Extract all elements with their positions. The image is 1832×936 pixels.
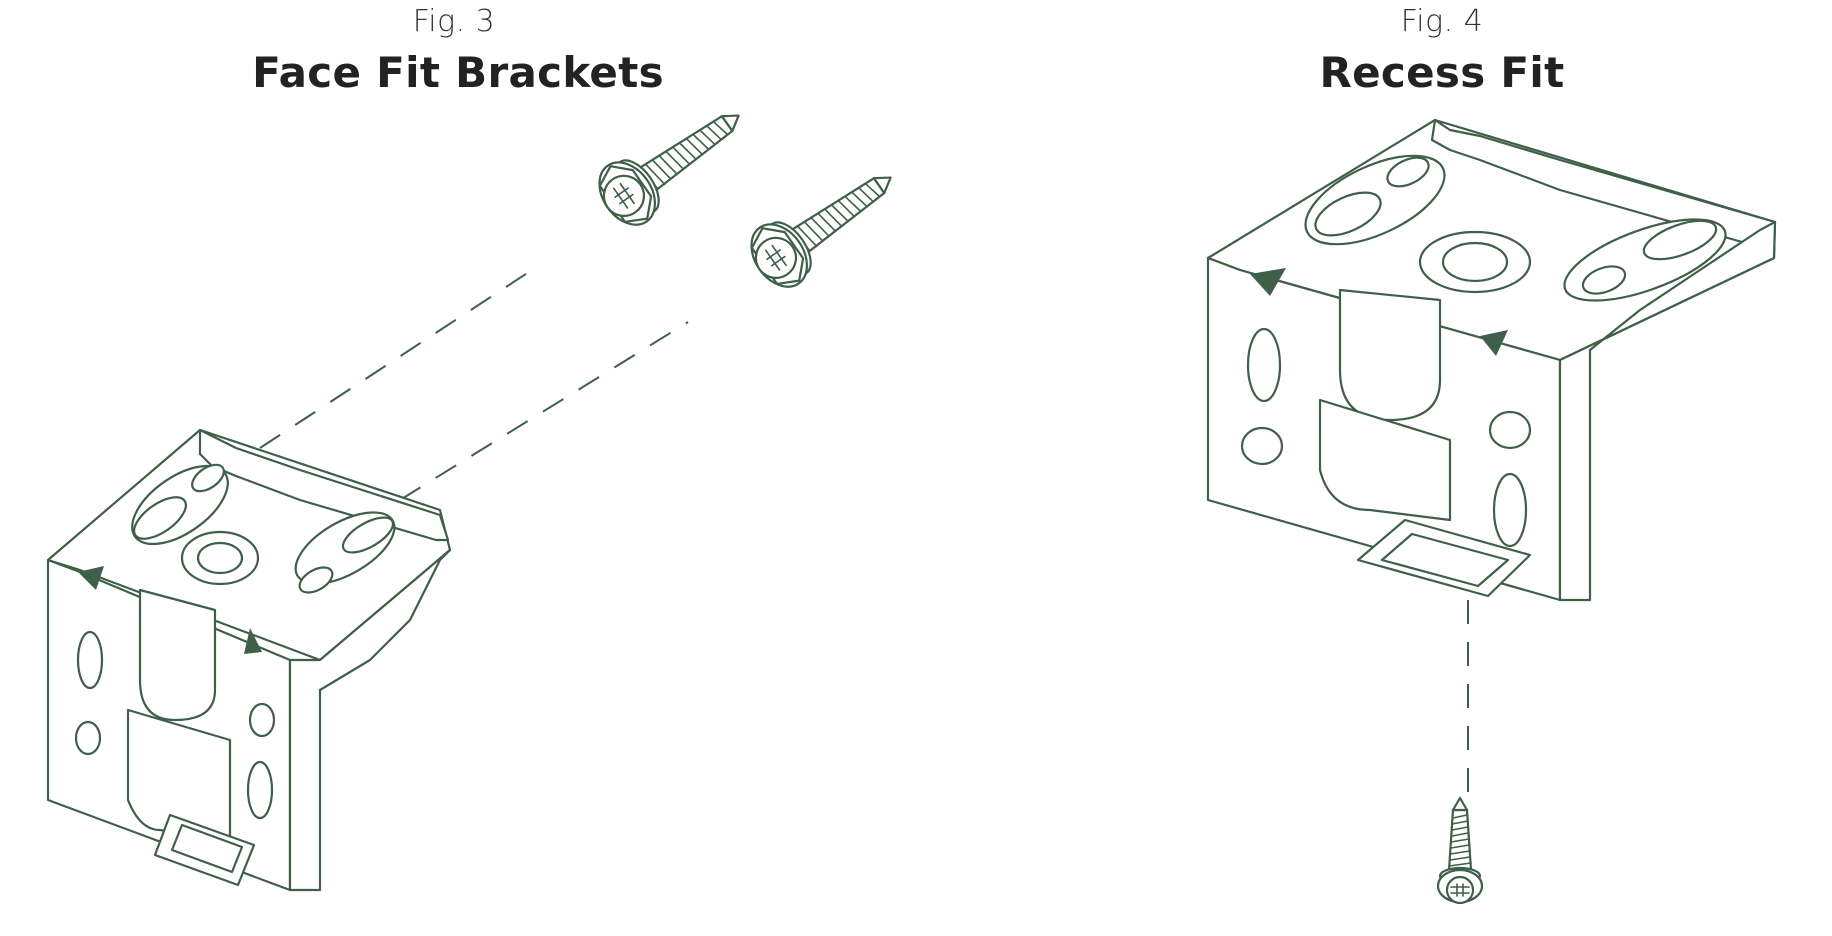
face-fit-screw-1	[598, 114, 740, 226]
figure-3-title: Face Fit Brackets	[252, 48, 664, 97]
figure-4-number: Fig. 4	[1400, 4, 1484, 39]
figure-3: Fig. 3 Face Fit Brackets	[252, 4, 664, 97]
face-fit-dashed-guides	[259, 267, 689, 501]
figure-3-number: Fig. 3	[412, 4, 496, 39]
figure-4-title: Recess Fit	[1319, 48, 1565, 97]
face-fit-bracket	[46, 428, 452, 892]
figure-4: Fig. 4 Recess Fit	[916, 0, 1832, 936]
recess-fit-bracket	[1206, 118, 1777, 602]
face-fit-screw-2	[750, 176, 892, 288]
recess-fit-screw	[1436, 796, 1484, 905]
